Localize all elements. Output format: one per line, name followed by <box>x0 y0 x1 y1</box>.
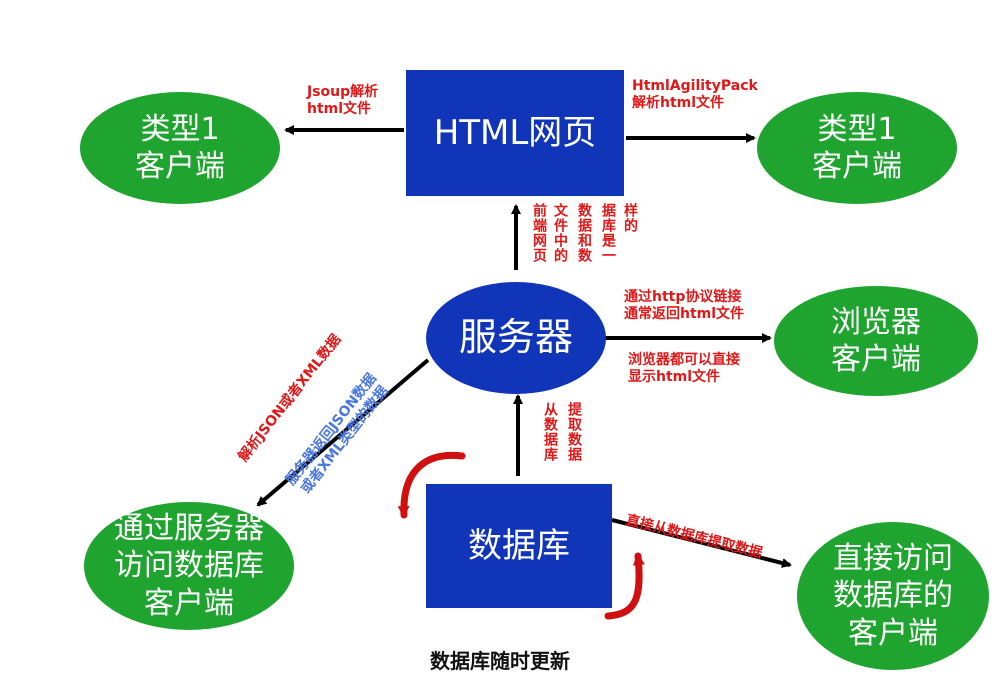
label-browser-display: 浏览器都可以直接 显示html文件 <box>628 352 740 385</box>
caption-db-updates: 数据库随时更新 <box>430 649 570 673</box>
label-fetch-col2: 提取数据 <box>566 402 582 462</box>
update-curl-right <box>604 552 645 620</box>
database-box: 数据库 <box>426 484 612 608</box>
server-db-client: 通过服务器 访问数据库 客户端 <box>84 502 294 630</box>
label-frontend-col4: 据库是一 <box>600 203 616 263</box>
label-frontend-col3: 数据和数 <box>576 203 592 263</box>
update-curl-left <box>397 451 466 519</box>
label-jsoup: Jsoup解析 html文件 <box>307 84 379 117</box>
html-page-box: HTML网页 <box>406 70 624 196</box>
label-fetch-col1: 从数据库 <box>542 402 558 462</box>
label-frontend-col5: 样的 <box>622 203 638 233</box>
arrow-server-to-db-client <box>256 358 430 507</box>
label-http-link: 通过http协议链接 通常返回html文件 <box>624 289 745 322</box>
arrow-db-to-direct-client <box>611 518 792 568</box>
browser-client: 浏览器 客户端 <box>774 286 978 396</box>
client-type1-right: 类型1 客户端 <box>757 92 957 204</box>
label-htmlagilitypack: HtmlAgilityPack 解析html文件 <box>632 78 758 111</box>
label-frontend-col1: 前端网页 <box>531 203 547 263</box>
label-frontend-col2: 文件中的 <box>552 203 568 263</box>
direct-db-client: 直接访问 数据库的 客户端 <box>797 522 989 670</box>
server-ellipse: 服务器 <box>426 282 606 394</box>
client-type1-left: 类型1 客户端 <box>80 92 280 204</box>
